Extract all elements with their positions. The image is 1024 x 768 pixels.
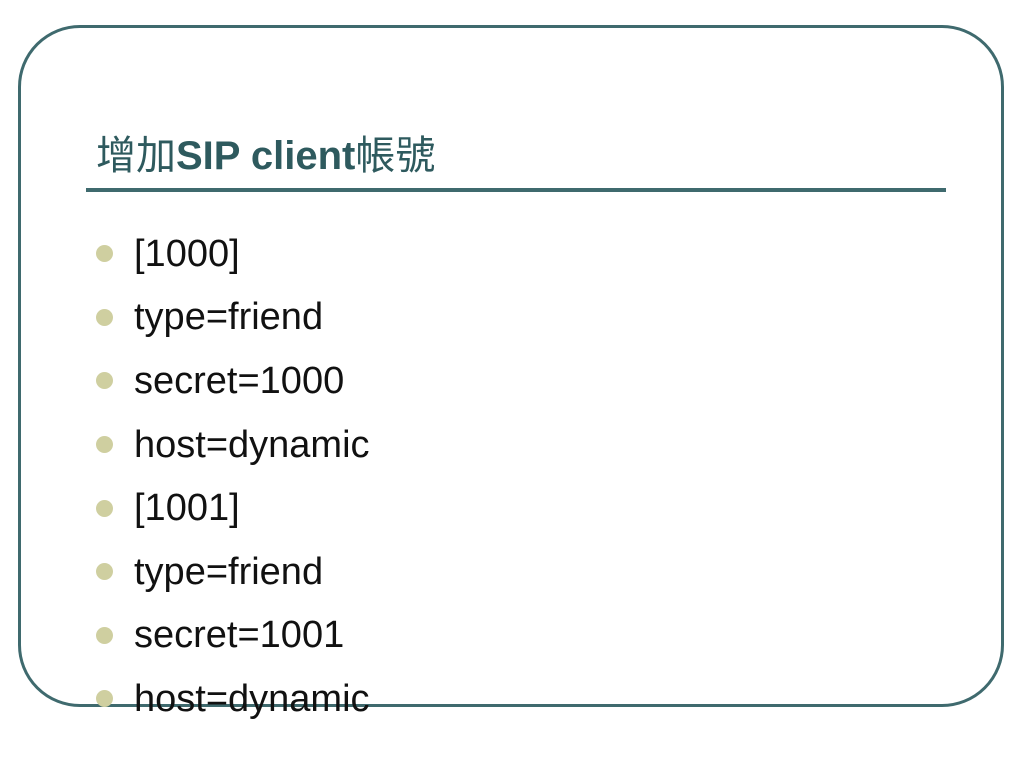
- title-underline: [86, 188, 946, 192]
- bullet-dot-icon: [96, 372, 113, 390]
- bullet-dot-icon: [96, 690, 113, 708]
- list-item-text: type=friend: [134, 550, 324, 593]
- list-item: [1000]: [96, 222, 370, 286]
- title-suffix: 帳號: [355, 133, 436, 179]
- list-item: secret=1000: [96, 349, 370, 413]
- bullet-dot-icon: [96, 499, 113, 517]
- slide-title: 增加SIP client帳號: [96, 130, 435, 182]
- bullet-dot-icon: [96, 563, 113, 581]
- list-item-text: host=dynamic: [134, 677, 370, 720]
- list-item: secret=1001: [96, 604, 370, 668]
- list-item-text: secret=1000: [134, 359, 345, 402]
- bullet-dot-icon: [96, 626, 113, 644]
- bullet-dot-icon: [96, 308, 113, 326]
- list-item: host=dynamic: [96, 413, 370, 477]
- list-item: type=friend: [96, 286, 370, 350]
- bullet-dot-icon: [96, 245, 113, 263]
- bullet-list: [1000] type=friend secret=1000 host=dyna…: [96, 222, 370, 731]
- list-item-text: host=dynamic: [134, 423, 370, 466]
- list-item-text: [1000]: [134, 232, 240, 275]
- slide-frame: [18, 25, 1004, 707]
- list-item-text: [1001]: [134, 487, 240, 530]
- bullet-dot-icon: [96, 436, 113, 454]
- list-item: host=dynamic: [96, 667, 370, 731]
- list-item-text: type=friend: [134, 296, 324, 339]
- list-item-text: secret=1001: [134, 614, 345, 657]
- title-bold: SIP client: [176, 134, 356, 178]
- list-item: type=friend: [96, 540, 370, 604]
- list-item: [1001]: [96, 476, 370, 540]
- title-prefix: 增加: [96, 133, 176, 179]
